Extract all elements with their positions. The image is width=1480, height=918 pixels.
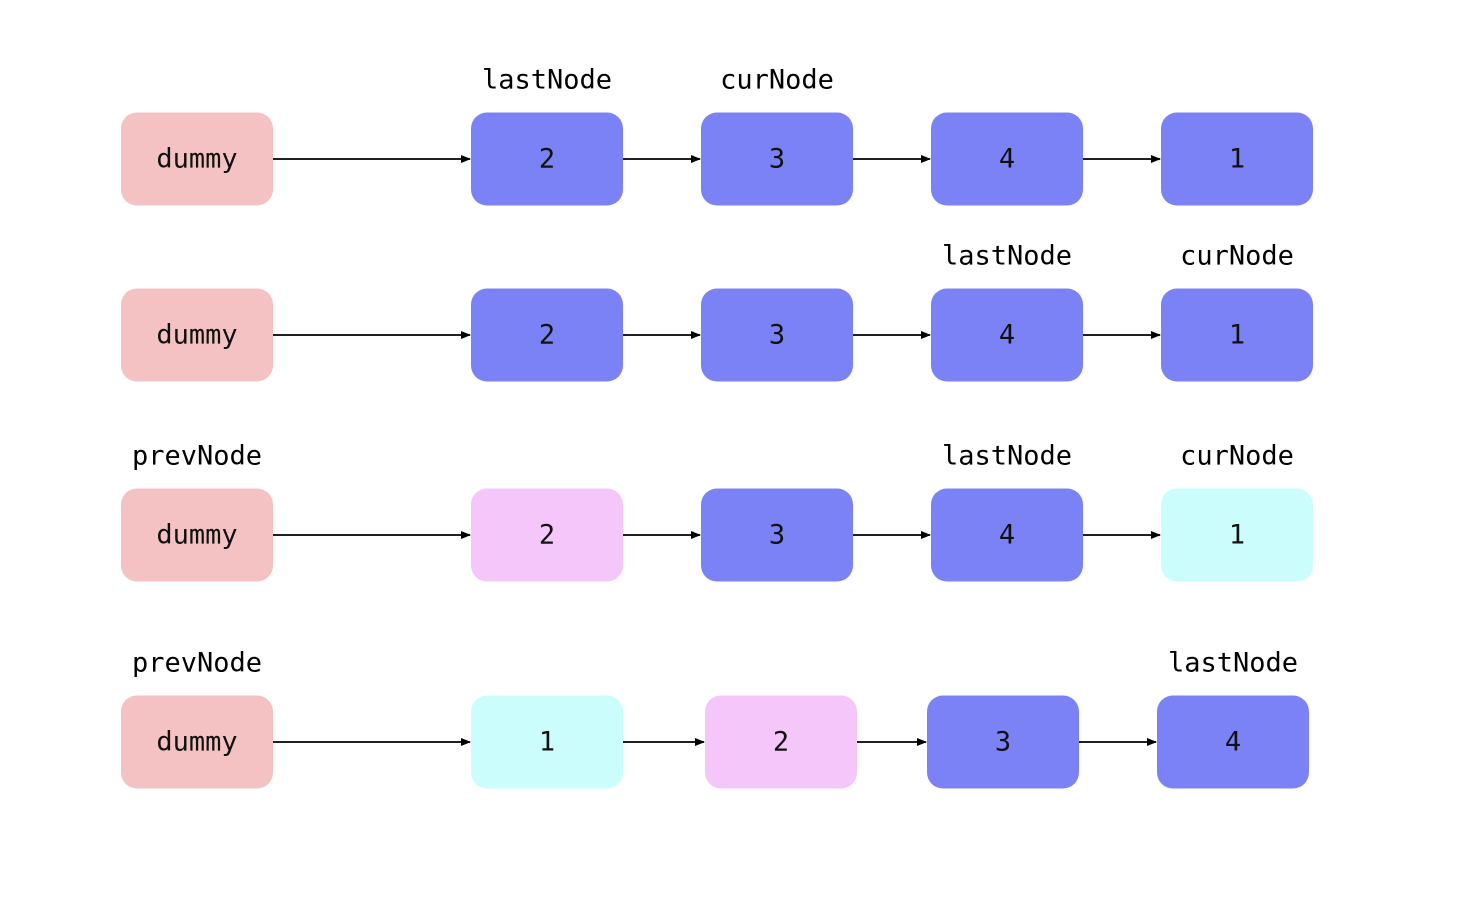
node-box bbox=[471, 488, 623, 582]
list-node: 4 bbox=[931, 112, 1083, 206]
pointer-label: lastNode bbox=[942, 441, 1072, 472]
dummy-node: dummy prevNode bbox=[121, 441, 273, 582]
diagram-rows: dummy 2 lastNode 3 curNode 4 1 dummy 2 3 4 lastNode… bbox=[121, 65, 1313, 789]
node-value: 1 bbox=[1229, 320, 1245, 351]
list-row-2: dummy 2 3 4 lastNode 1 curNode bbox=[121, 241, 1313, 382]
node-value: 1 bbox=[539, 727, 555, 758]
node-value: 4 bbox=[999, 520, 1015, 551]
node-value: 3 bbox=[769, 144, 785, 175]
list-node: 3 bbox=[701, 488, 853, 582]
node-box bbox=[121, 112, 273, 206]
node-value: 4 bbox=[999, 144, 1015, 175]
node-box bbox=[701, 488, 853, 582]
node-box bbox=[121, 288, 273, 382]
node-box bbox=[927, 695, 1079, 789]
list-node: 1 curNode bbox=[1161, 241, 1313, 382]
list-node: 1 bbox=[471, 695, 623, 789]
pointer-label: lastNode bbox=[1168, 648, 1298, 679]
node-value: 3 bbox=[995, 727, 1011, 758]
pointer-label: prevNode bbox=[132, 441, 262, 472]
node-value: 4 bbox=[999, 320, 1015, 351]
node-value: 3 bbox=[769, 520, 785, 551]
list-node: 2 bbox=[471, 288, 623, 382]
node-box bbox=[1157, 695, 1309, 789]
list-row-4: dummy prevNode 1 2 3 4 lastNode bbox=[121, 648, 1309, 789]
node-box bbox=[121, 695, 273, 789]
list-node: 4 lastNode bbox=[931, 241, 1083, 382]
dummy-node: dummy bbox=[121, 112, 273, 206]
node-value: 1 bbox=[1229, 144, 1245, 175]
node-box bbox=[1161, 112, 1313, 206]
node-value: dummy bbox=[156, 320, 237, 351]
dummy-node: dummy bbox=[121, 288, 273, 382]
node-value: 2 bbox=[539, 320, 555, 351]
node-value: 2 bbox=[539, 520, 555, 551]
list-node: 3 curNode bbox=[701, 65, 853, 206]
node-box bbox=[931, 288, 1083, 382]
list-node: 3 bbox=[927, 695, 1079, 789]
pointer-label: prevNode bbox=[132, 648, 262, 679]
list-node: 2 bbox=[471, 488, 623, 582]
node-value: dummy bbox=[156, 144, 237, 175]
node-box bbox=[701, 112, 853, 206]
node-value: dummy bbox=[156, 520, 237, 551]
list-node: 2 bbox=[705, 695, 857, 789]
node-box bbox=[705, 695, 857, 789]
list-node: 4 lastNode bbox=[1157, 648, 1309, 789]
node-value: 2 bbox=[773, 727, 789, 758]
node-box bbox=[471, 288, 623, 382]
node-value: 3 bbox=[769, 320, 785, 351]
node-box bbox=[471, 112, 623, 206]
dummy-node: dummy prevNode bbox=[121, 648, 273, 789]
node-box bbox=[471, 695, 623, 789]
node-value: 2 bbox=[539, 144, 555, 175]
list-node: 1 bbox=[1161, 112, 1313, 206]
node-value: dummy bbox=[156, 727, 237, 758]
node-box bbox=[1161, 288, 1313, 382]
node-box bbox=[1161, 488, 1313, 582]
node-box bbox=[701, 288, 853, 382]
list-node: 1 curNode bbox=[1161, 441, 1313, 582]
pointer-label: curNode bbox=[720, 65, 834, 96]
list-row-3: dummy prevNode 2 3 4 lastNode 1 curNode bbox=[121, 441, 1313, 582]
pointer-label: lastNode bbox=[942, 241, 1072, 272]
pointer-label: lastNode bbox=[482, 65, 612, 96]
node-box bbox=[121, 488, 273, 582]
pointer-label: curNode bbox=[1180, 241, 1294, 272]
list-node: 4 lastNode bbox=[931, 441, 1083, 582]
list-node: 3 bbox=[701, 288, 853, 382]
node-box bbox=[931, 112, 1083, 206]
list-node: 2 lastNode bbox=[471, 65, 623, 206]
list-row-1: dummy 2 lastNode 3 curNode 4 1 bbox=[121, 65, 1313, 206]
pointer-label: curNode bbox=[1180, 441, 1294, 472]
node-box bbox=[931, 488, 1083, 582]
node-value: 1 bbox=[1229, 520, 1245, 551]
node-value: 4 bbox=[1225, 727, 1241, 758]
